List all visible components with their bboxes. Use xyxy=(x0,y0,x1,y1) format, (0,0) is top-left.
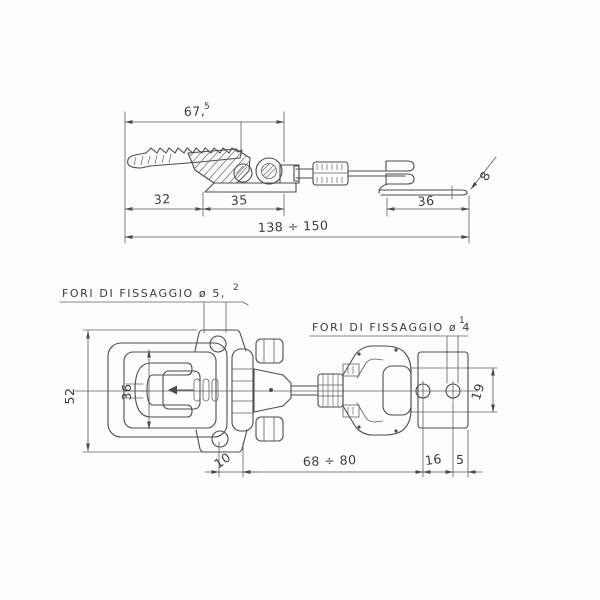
barrel-knurl xyxy=(316,164,343,183)
plan-view: FORI DI FISSAGGIO ø 5, 2 FORI DI FISSAGG… xyxy=(59,283,498,478)
pivot-rivet-1 xyxy=(233,163,253,183)
label-holes-right-text: FORI DI FISSAGGIO ø 4 xyxy=(312,321,471,334)
adjuster-hub xyxy=(253,368,292,413)
plan-bottom-extensions xyxy=(218,401,469,478)
dim-hole-edge-value: 5 xyxy=(456,452,464,467)
mount-ear-bottom xyxy=(195,429,248,453)
adjuster-barrel xyxy=(312,161,349,186)
hinge-barrel xyxy=(231,348,254,432)
dim-width-top: 67, 5 xyxy=(124,102,285,124)
dim-width-top-sup: 5 xyxy=(204,102,210,112)
hook-plan xyxy=(342,345,412,436)
dim-body-height: 36 xyxy=(119,349,151,430)
dim-width-top-value: 67, xyxy=(184,103,206,119)
plan-rod-adjuster xyxy=(290,373,344,408)
rivet-block-bottom xyxy=(255,416,284,442)
label-holes-left-text: FORI DI FISSAGGIO ø 5, xyxy=(62,287,226,300)
dim-seg-left-value: 32 xyxy=(153,191,171,207)
lever-u-band xyxy=(134,362,193,418)
base-plate xyxy=(204,182,297,193)
mount-ear-top xyxy=(194,329,247,352)
dim-adjust-span-value: 68 ÷ 80 xyxy=(303,452,357,469)
dim-hook-end-height: 8 xyxy=(470,156,497,190)
label-holes-left: FORI DI FISSAGGIO ø 5, 2 xyxy=(59,283,249,334)
label-holes-left-sup: 2 xyxy=(233,283,239,293)
dim-overall: 138 ÷ 150 xyxy=(124,218,470,239)
dim-hole-to-pivot: 10 xyxy=(204,449,258,474)
dim-hole-spacing: 16 xyxy=(422,451,454,474)
adjuster-nut xyxy=(317,373,344,408)
catch-plate xyxy=(409,351,498,429)
latch-plan-body xyxy=(107,329,248,453)
dim-hook-leg-value: 36 xyxy=(417,193,435,209)
dim-seg-mid-value: 35 xyxy=(230,192,248,208)
lever-grip-ticks xyxy=(133,153,172,166)
dim-plate-height-value: 52 xyxy=(62,388,77,405)
dim-seg-left: 32 xyxy=(124,191,204,211)
lever-outline xyxy=(127,147,243,169)
dim-hole-to-pivot-value: 10 xyxy=(211,449,233,471)
dim-hole-spacing-value: 16 xyxy=(424,451,443,468)
dim-overall-value: 138 ÷ 150 xyxy=(258,218,329,235)
pivot-section xyxy=(231,338,292,442)
hook-side xyxy=(378,160,468,200)
rivet-block-top xyxy=(255,338,284,364)
body-inner xyxy=(123,351,217,429)
dim-hook-leg: 36 xyxy=(386,193,470,211)
label-holes-right: FORI DI FISSAGGIO ø 4 1 xyxy=(309,316,471,384)
dim-catch-height-value: 19 xyxy=(468,381,487,402)
release-arrow-icon xyxy=(168,385,194,395)
dim-hole-edge: 5 xyxy=(452,452,483,474)
dim-body-height-value: 36 xyxy=(119,384,134,401)
side-view: 67, 5 xyxy=(124,102,497,244)
pivot-rivet-2 xyxy=(255,157,283,185)
spring-ticks xyxy=(123,383,147,399)
mount-hole-top xyxy=(209,335,227,353)
clevis-block xyxy=(279,164,300,184)
body-outer xyxy=(107,342,228,438)
dim-adjust-span: 68 ÷ 80 xyxy=(242,452,424,474)
catch-plate-outline xyxy=(417,351,469,429)
mount-hole-bottom xyxy=(211,430,229,448)
label-holes-right-sup: 1 xyxy=(459,316,465,326)
catch-bar xyxy=(382,365,412,416)
dim-seg-mid: 35 xyxy=(202,192,285,211)
dim-plate-height: 52 xyxy=(62,329,203,453)
dim-catch-height: 19 xyxy=(468,367,495,413)
wishbone-outline xyxy=(342,345,412,436)
